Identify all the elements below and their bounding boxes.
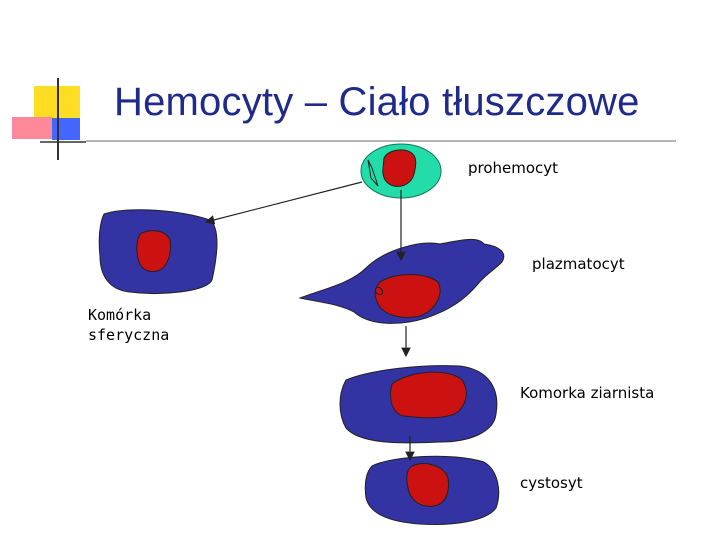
slide-title: Hemocyty – Ciało tłuszczowe (114, 80, 640, 124)
plasmatocyte-nucleus (374, 274, 441, 318)
arrow-prohemocyte-to-spherule (204, 181, 363, 225)
cystocyte-nucleus (406, 463, 449, 507)
plasmatocyte-cell (298, 238, 505, 324)
prohemocyte-cell (360, 143, 442, 199)
label-spherule-line2: sferyczna (88, 326, 170, 344)
deco-blue-square (52, 118, 80, 140)
label-cystocyte: cystosyt (520, 474, 583, 492)
prohemocyte-fragment (367, 159, 379, 187)
granular-cell (339, 365, 498, 444)
label-prohemocyte: prohemocyt (468, 159, 559, 177)
label-granular: Komorka ziarnista (520, 384, 655, 402)
label-spherule-line1: Komórka (88, 306, 152, 324)
deco-red-square (12, 117, 52, 139)
prohemocyte-nucleus (382, 149, 417, 187)
spherule-nucleus (136, 230, 171, 273)
cystocyte-cell (364, 455, 500, 525)
label-plasmatocyte: plazmatocyt (532, 255, 625, 273)
spherule-cell (98, 209, 218, 294)
plasmatocyte-granule (375, 287, 383, 295)
corner-decoration (12, 78, 86, 160)
granular-nucleus (390, 371, 467, 419)
